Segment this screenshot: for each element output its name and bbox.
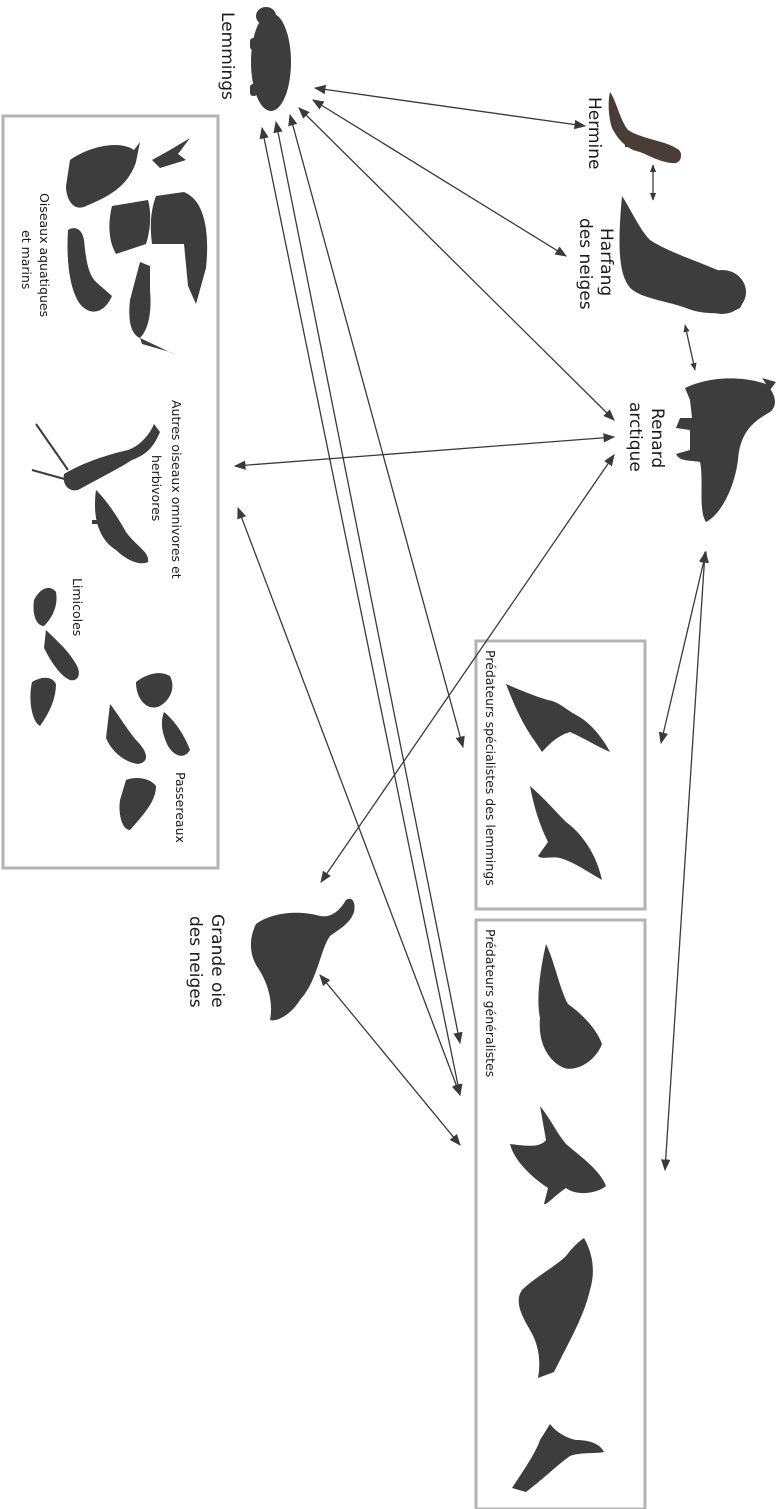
shorebird-icons [30,587,79,726]
arrow-lemmings-specialistes [288,113,465,749]
prey-birds-box [1,114,220,870]
label-oie-line2: des neiges [185,916,205,1008]
waterbird-icons [66,138,208,356]
interaction-arrows [233,84,709,1172]
snowy-owl-icon [619,196,746,314]
label-renard-line2: arctique [625,402,645,472]
arrow-lemmings-renard [298,107,615,421]
label-aquatiques-line2: et marins [19,230,34,289]
specialist-predators-box [474,639,647,911]
specialist-predator-icons [506,684,610,880]
label-hermine: Hermine [584,97,604,169]
label-limicoles: Limicoles [70,578,85,636]
arctic-fox-icon [676,378,776,522]
label-oie-line1: Grande oie [207,914,227,1008]
arrow-lemmings-generalistes [273,120,463,1045]
arrow-lemmings-harfang [312,99,567,257]
label-omnivores-line2: herbivores [149,455,164,521]
label-renard-line1: Renard [647,408,667,468]
arrow-renard-oie [320,454,615,883]
arrow-renard-generalistes [661,550,709,1172]
arrow-lemmings-hermine [313,84,587,130]
arrow-harfang-renard [683,324,697,371]
label-harfang-line1: Harfang [596,228,616,296]
ermine-icon [608,92,681,164]
omnivore-bird-icons [31,423,160,564]
passerine-icons [106,673,190,830]
label-harfang-line2: des neiges [575,218,595,310]
label-aquatiques-line1: Oiseaux aquatiques [37,193,52,317]
snow-goose-icon [250,898,355,1021]
label-specialistes: Prédateurs spécialistes des lemmings [483,650,498,886]
label-generalistes: Prédateurs généralistes [483,929,498,1077]
label-passereaux: Passereaux [173,772,188,843]
label-omnivores-line1: Autres oiseaux omnivores et [169,400,184,579]
generalist-predator-icons [510,944,606,1492]
label-lemmings: Lemmings [217,12,237,100]
generalist-predators-box [474,918,647,1509]
arrow-oie-generalistes [319,974,461,1146]
lemming-icon [250,7,291,111]
arrow-renard-omnivores [233,433,616,470]
